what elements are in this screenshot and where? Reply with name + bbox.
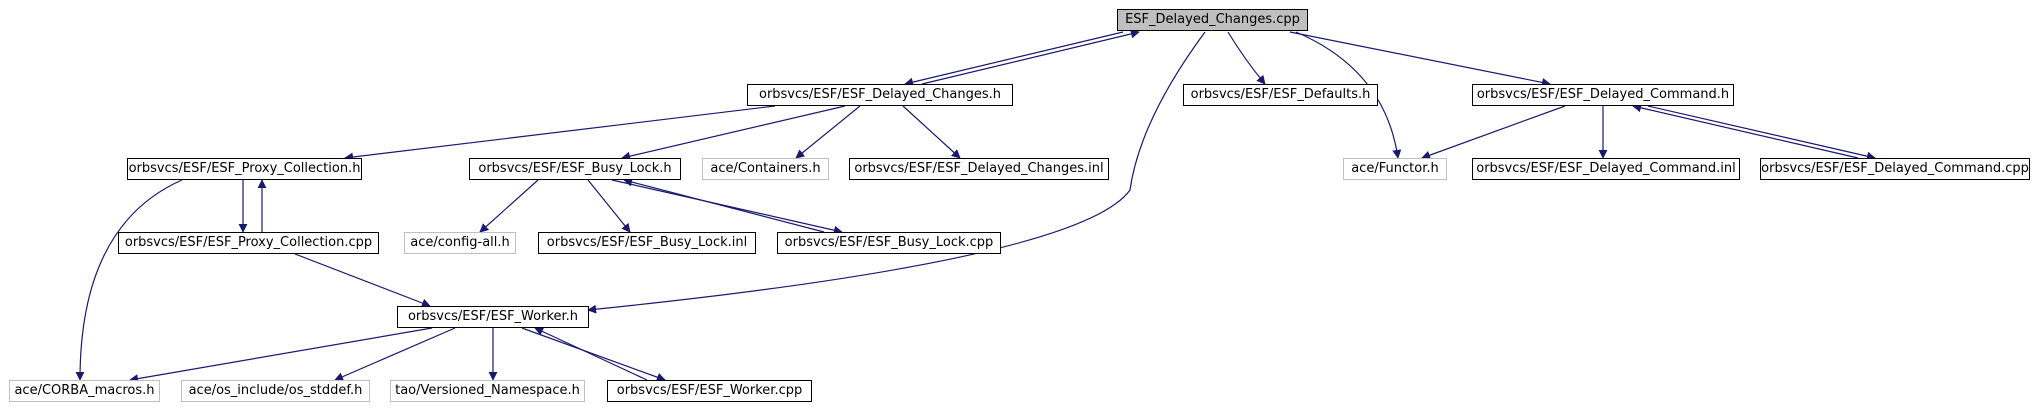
node-ace-os-stddef-h[interactable]: ace/os_include/os_stddef.h — [181, 380, 370, 402]
edge-worker-h-to-os-stddef-h — [334, 327, 456, 381]
node-tao-versioned-namespace-h[interactable]: tao/Versioned_Namespace.h — [390, 380, 585, 402]
edge-root-to-worker-h — [587, 31, 1206, 314]
edge-proxy-collection-cpp-to-worker-h — [294, 253, 431, 308]
edge-worker-h-to-corba-macros-h — [129, 327, 433, 384]
node-esf-worker-h[interactable]: orbsvcs/ESF/ESF_Worker.h — [397, 306, 589, 328]
edge-delayed-changes-h-to-delayed-changes-inl — [902, 105, 961, 159]
edge-root-to-delayed-changes-h — [904, 31, 1124, 87]
node-esf-busy-lock-inl[interactable]: orbsvcs/ESF/ESF_Busy_Lock.inl — [538, 232, 756, 254]
edge-delayed-changes-h-to-proxy-collection-h — [344, 105, 776, 162]
edge-worker-h-to-worker-cpp — [521, 327, 666, 382]
edge-delayed-command-h-to-delayed-command-cpp — [1647, 105, 1876, 161]
node-esf-delayed-command-cpp[interactable]: orbsvcs/ESF/ESF_Delayed_Command.cpp — [1760, 158, 2030, 180]
edge-delayed-command-h-to-functor-h — [1421, 105, 1566, 160]
node-esf-proxy-collection-cpp[interactable]: orbsvcs/ESF/ESF_Proxy_Collection.cpp — [118, 232, 379, 254]
node-esf-delayed-changes-inl[interactable]: orbsvcs/ESF/ESF_Delayed_Changes.inl — [849, 158, 1109, 180]
node-esf-busy-lock-h[interactable]: orbsvcs/ESF/ESF_Busy_Lock.h — [469, 158, 681, 180]
edge-delayed-changes-h-to-root — [921, 29, 1140, 85]
edge-delayed-command-cpp-to-delayed-command-h — [1632, 103, 1859, 159]
node-ace-containers-h[interactable]: ace/Containers.h — [702, 158, 829, 180]
node-esf-delayed-command-h[interactable]: orbsvcs/ESF/ESF_Delayed_Command.h — [1472, 84, 1734, 106]
node-ace-corba-macros-h[interactable]: ace/CORBA_macros.h — [9, 380, 160, 402]
edge-busy-lock-cpp-to-busy-lock-h — [623, 177, 825, 233]
node-esf-busy-lock-cpp[interactable]: orbsvcs/ESF/ESF_Busy_Lock.cpp — [777, 232, 1001, 254]
node-esf-delayed-changes-h[interactable]: orbsvcs/ESF/ESF_Delayed_Changes.h — [747, 84, 1013, 106]
edge-busy-lock-h-to-busy-lock-cpp — [611, 179, 843, 235]
node-ace-config-all-h[interactable]: ace/config-all.h — [404, 232, 516, 254]
node-esf-delayed-command-inl[interactable]: orbsvcs/ESF/ESF_Delayed_Command.inl — [1472, 158, 1740, 180]
edge-delayed-changes-h-to-containers-h — [795, 105, 861, 159]
edge-busy-lock-h-to-busy-lock-inl — [587, 179, 631, 233]
edge-root-to-delayed-command-h — [1289, 31, 1551, 87]
node-esf-defaults-h[interactable]: orbsvcs/ESF/ESF_Defaults.h — [1183, 84, 1378, 106]
node-esf-delayed-changes-cpp[interactable]: ESF_Delayed_Changes.cpp — [1117, 9, 1308, 31]
node-ace-functor-h[interactable]: ace/Functor.h — [1343, 158, 1447, 180]
node-esf-worker-cpp[interactable]: orbsvcs/ESF/ESF_Worker.cpp — [607, 380, 812, 402]
edge-root-to-functor-h — [1295, 31, 1402, 159]
edge-busy-lock-h-to-config-all-h — [479, 179, 539, 233]
edge-root-to-defaults-h — [1227, 31, 1266, 85]
edge-worker-cpp-to-worker-h — [534, 327, 648, 381]
edge-delayed-changes-h-to-busy-lock-h — [621, 105, 846, 161]
edge-proxy-collection-h-to-corba-macros-h — [75, 179, 183, 381]
node-esf-proxy-collection-h[interactable]: orbsvcs/ESF/ESF_Proxy_Collection.h — [127, 158, 362, 180]
